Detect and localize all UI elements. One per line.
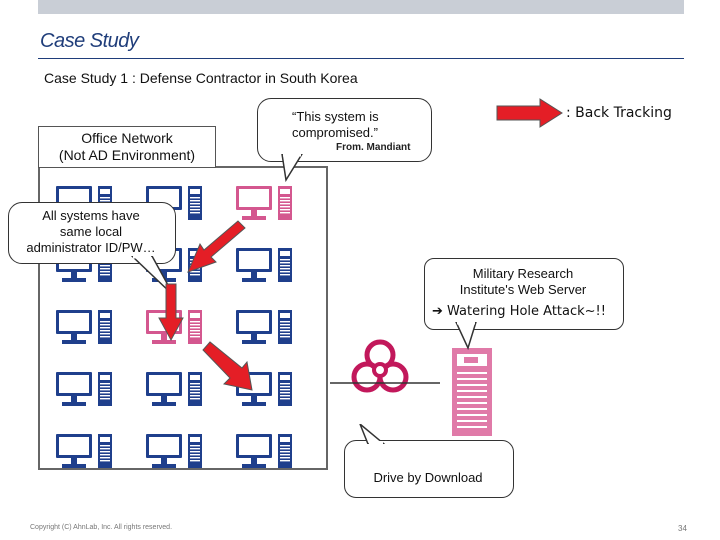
slide-title: Case Study (40, 30, 139, 52)
drive-by-text: Drive by Download (373, 470, 483, 485)
quote-line-2: compromised.” (292, 125, 378, 140)
slide-subtitle: Case Study 1 : Defense Contractor in Sou… (44, 70, 358, 86)
military-server-bubble (424, 258, 624, 330)
quote-line-1: “This system is (292, 109, 379, 124)
drive-by-bubble-tail (359, 424, 386, 444)
backtrack-arrow-2 (158, 283, 184, 342)
local-admin-line-1: All systems have (42, 208, 140, 223)
office-label-line-2: (Not AD Environment) (58, 147, 196, 163)
local-admin-bubble (8, 202, 176, 264)
quote-bubble-tail (281, 154, 303, 183)
web-server-icon (452, 348, 492, 436)
local-admin-bubble-tail (130, 256, 175, 297)
local-admin-text: All systems have same local administrato… (12, 208, 170, 256)
header-bar (38, 0, 684, 14)
office-label-line-1: Office Network (81, 130, 173, 146)
drive-by-bubble (344, 440, 514, 498)
quote-text: “This system is compromised.” (292, 109, 379, 141)
title-divider (38, 58, 684, 59)
office-network-label: Office Network (Not AD Environment) (38, 126, 216, 168)
watering-hole-text: ➔ Watering Hole Attack~!! (432, 304, 606, 319)
page-number: 34 (678, 524, 687, 533)
military-line-2: Institute's Web Server (459, 282, 587, 297)
biohazard-icon (351, 339, 409, 393)
back-tracking-legend: : Back Tracking (566, 105, 672, 121)
military-bubble-tail (455, 322, 477, 351)
backtrack-arrow-1 (187, 220, 246, 273)
footer-copyright: Copyright (C) AhnLab, Inc. All rights re… (30, 524, 173, 531)
quote-source: From. Mandiant (336, 142, 411, 153)
backtrack-arrow-3 (202, 341, 253, 391)
arrow-right-icon (496, 98, 563, 128)
local-admin-line-3: administrator ID/PW… (26, 240, 156, 255)
local-admin-line-2: same local (59, 224, 123, 239)
quote-bubble (257, 98, 432, 162)
military-line-1: Military Research (472, 266, 574, 281)
military-server-text: Military Research Institute's Web Server (428, 266, 618, 298)
